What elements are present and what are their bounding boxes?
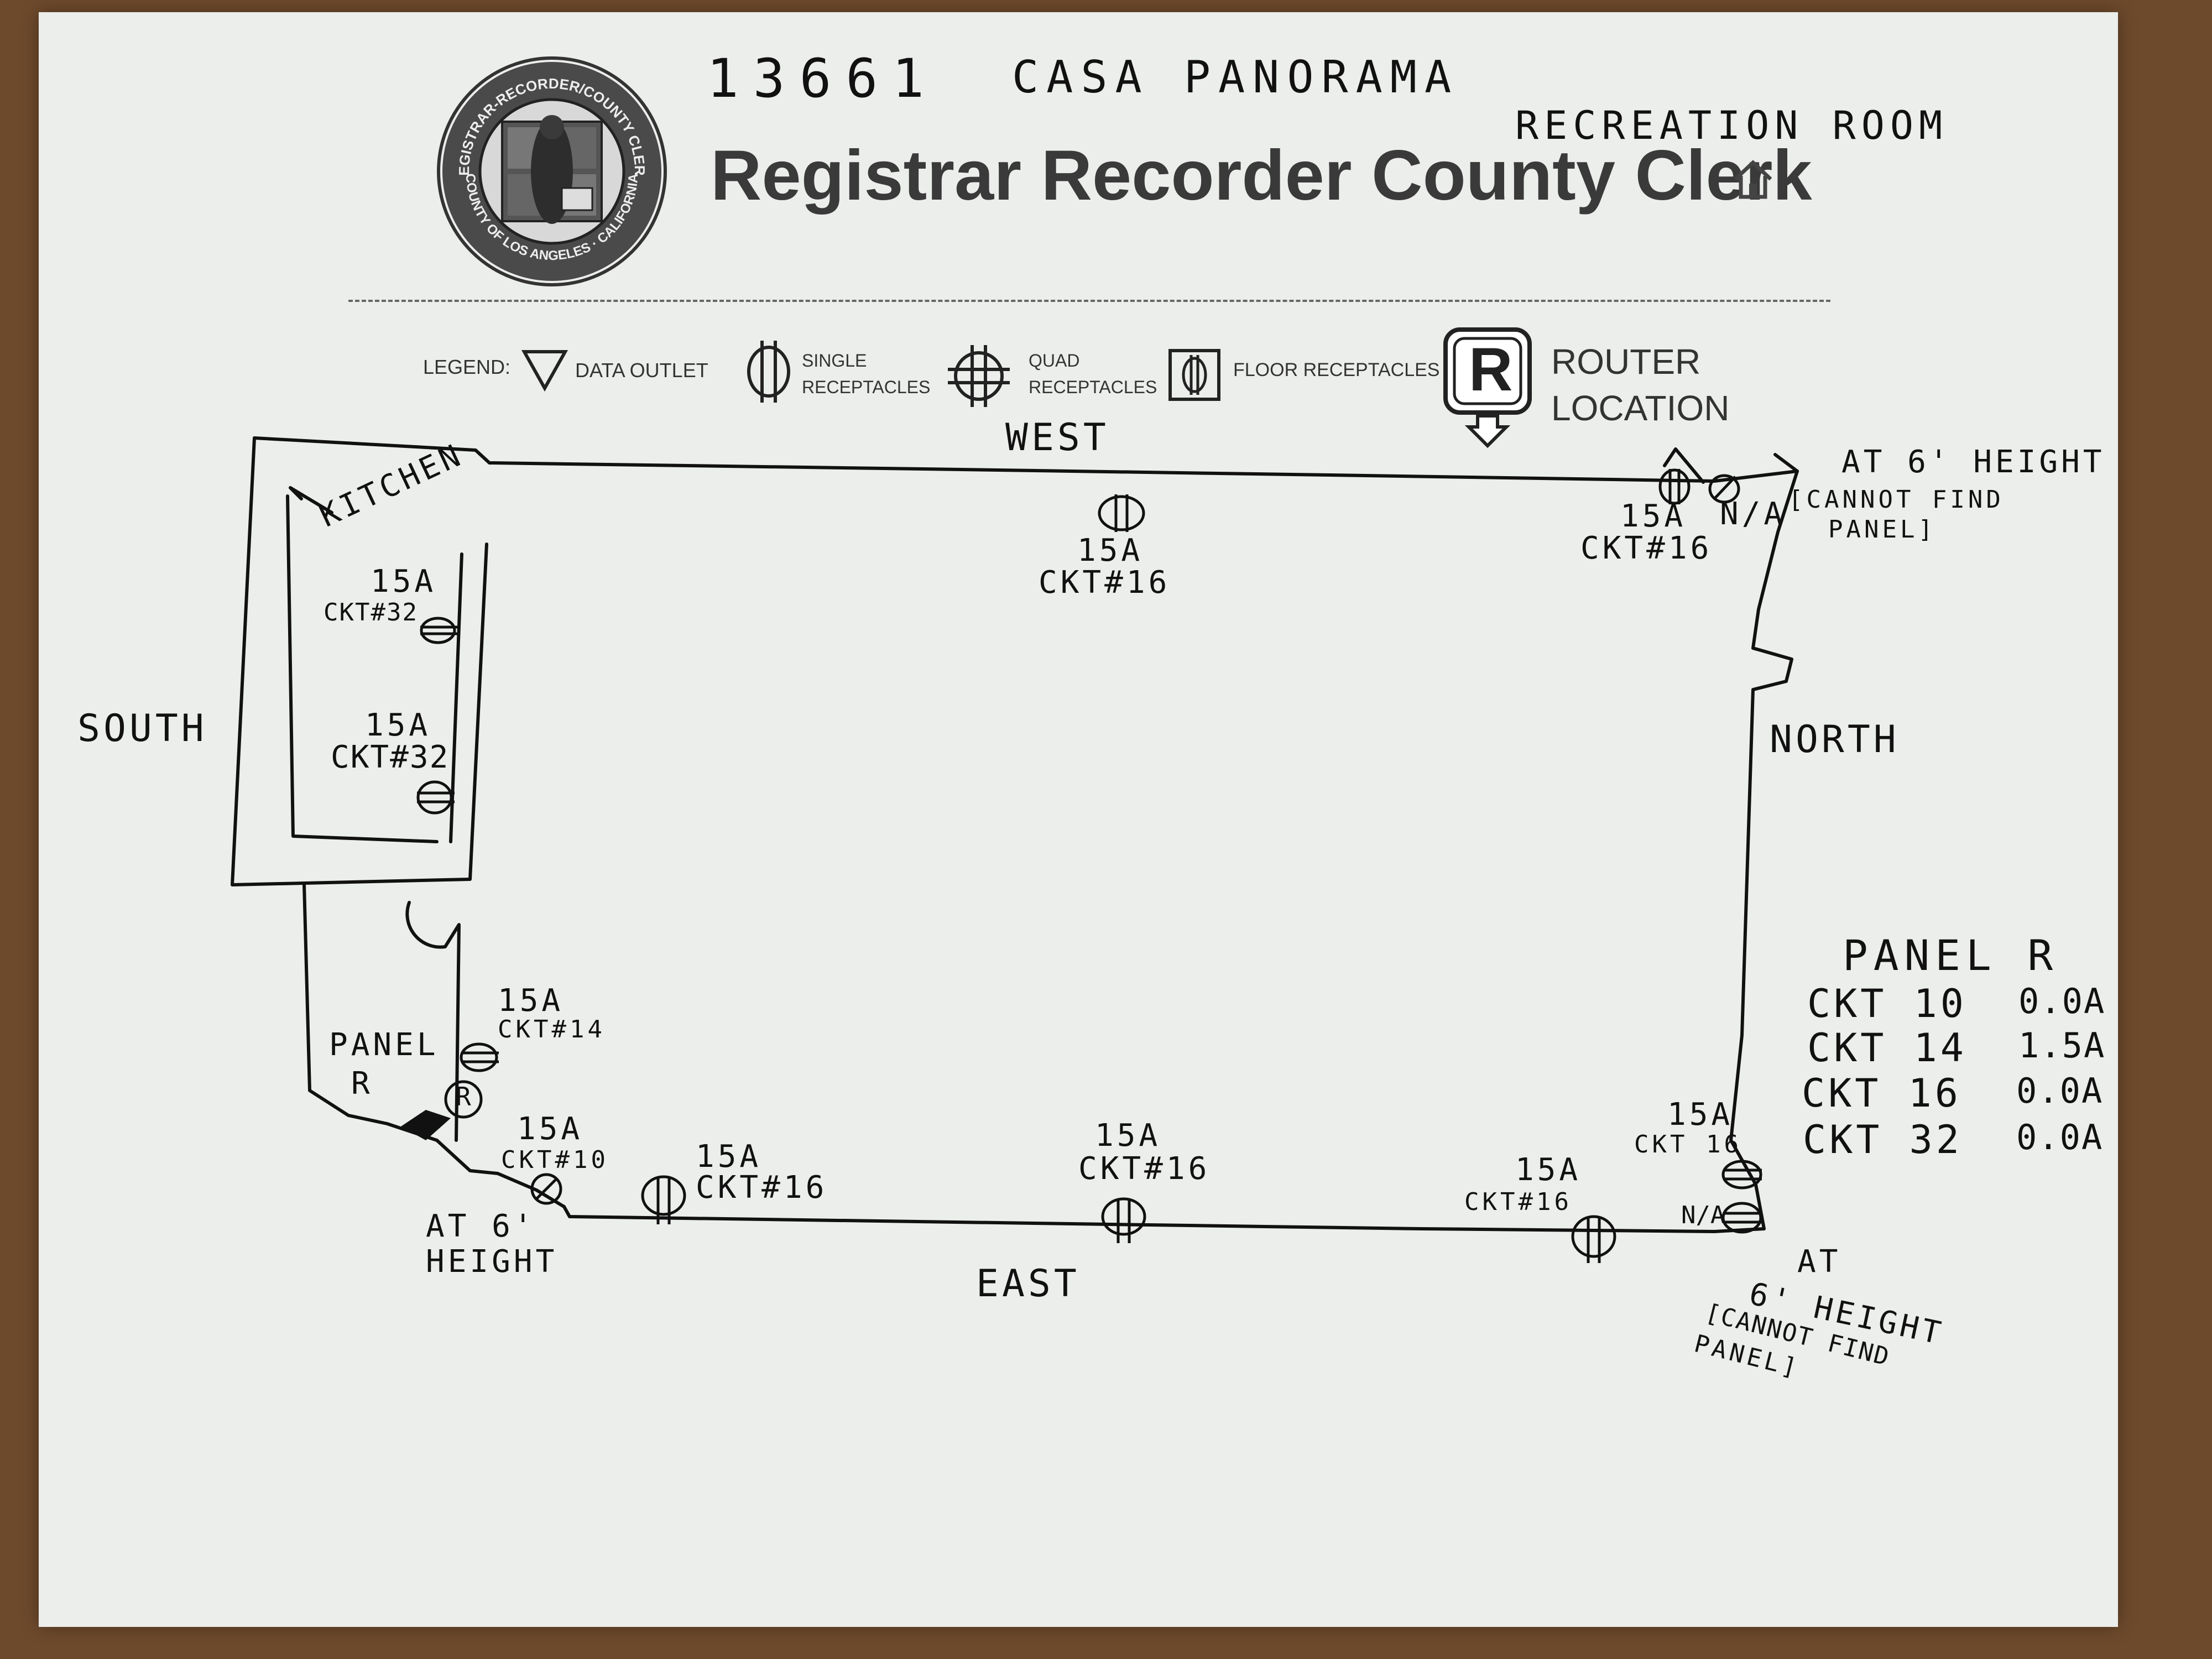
nw-note-1: AT 6' HEIGHT (1841, 444, 2105, 480)
legend-single-2: RECEPTACLES (802, 377, 931, 397)
legend-quad-2: RECEPTACLES (1029, 377, 1157, 397)
ckt10-note-2: HEIGHT (426, 1244, 558, 1280)
kitchen-2-amp: 15A (365, 707, 431, 743)
project-name: CASA PANORAMA (1012, 51, 1459, 103)
panel-row-3-amps: 0.0A (2016, 1071, 2104, 1111)
panel-row-4-amps: 0.0A (2016, 1117, 2104, 1157)
nw-na: N/A (1720, 496, 1786, 532)
panel-label-2: R (351, 1066, 373, 1102)
ckt10-note-1: AT 6' (426, 1208, 536, 1244)
receptacle-10 (530, 1173, 562, 1205)
west-ckt: CKT#16 (1039, 565, 1171, 601)
south-label: SOUTH (77, 707, 207, 750)
west-receptacle (1098, 494, 1145, 532)
east-2-amp: 15A (1095, 1118, 1161, 1154)
home-icon (1734, 160, 1772, 199)
ne-note-1: AT (1797, 1244, 1841, 1280)
nw-receptacle-2 (1708, 474, 1740, 504)
west-wall (253, 436, 1716, 483)
east-wall (562, 1205, 1716, 1233)
nw-receptacle-1 (1658, 468, 1691, 505)
paper-sheet: REGISTRAR-RECORDER/COUNTY CLERK COUNTY O… (39, 12, 2118, 1627)
legend-router-2: LOCATION (1551, 388, 1730, 428)
nw-note-3: PANEL] (1828, 515, 1936, 544)
router-location-icon (1443, 327, 1532, 448)
data-outlet-icon (521, 350, 568, 392)
panel-row-2-amps: 1.5A (2018, 1025, 2106, 1066)
kitchen-receptacle-2 (416, 780, 455, 815)
panel-label-1: PANEL (329, 1027, 439, 1063)
kitchen-1-ckt: CKT#32 (324, 598, 418, 627)
legend-quad-1: QUAD (1029, 351, 1080, 371)
south-room-wall (302, 883, 439, 1142)
panel-box (401, 1110, 451, 1140)
legend-floor: FLOOR RECEPTACLES (1233, 359, 1440, 380)
router-receptacle (444, 1080, 483, 1119)
ne-na: N/A (1681, 1201, 1725, 1229)
ckt10-amp: 15A (517, 1111, 583, 1147)
east-3-amp: 15A (1515, 1152, 1582, 1188)
east-label: EAST (976, 1262, 1080, 1306)
panel-receptacle-14 (460, 1042, 499, 1072)
legend-single-1: SINGLE (802, 351, 867, 371)
ne-receptacle-1 (1721, 1160, 1762, 1190)
legend-data-outlet: DATA OUTLET (575, 359, 708, 382)
kitchen-receptacle-1 (420, 617, 459, 644)
router-location-mark: R (456, 1082, 471, 1112)
nw-amp: 15A (1620, 498, 1687, 534)
floor-plan (231, 436, 1799, 1263)
panel-table-title: PANEL R (1843, 931, 2059, 980)
panel-row-3-ckt: CKT 16 (1802, 1071, 1961, 1116)
county-seal-logo: REGISTRAR-RECORDER/COUNTY CLERK COUNTY O… (436, 55, 667, 286)
east-receptacle-3 (1571, 1215, 1616, 1263)
panel-14-amp: 15A (498, 983, 564, 1019)
panel-row-1-amps: 0.0A (2018, 981, 2106, 1021)
ne-amp: 15A (1667, 1097, 1734, 1133)
nw-ckt: CKT#16 (1580, 530, 1713, 566)
job-number: 13661 (707, 48, 938, 109)
east-1-amp: 15A (696, 1139, 762, 1175)
ne-receptacle-2 (1721, 1202, 1762, 1234)
router-legend-letter: R (1469, 336, 1513, 404)
receptacles (416, 468, 1762, 1263)
nw-note-2: [CANNOT FIND (1788, 486, 2004, 514)
single-receptacle-icon (747, 341, 790, 403)
east-receptacle-1 (641, 1175, 686, 1224)
east-1-ckt: CKT#16 (696, 1170, 828, 1206)
panel-row-1-ckt: CKT 10 (1807, 981, 1967, 1026)
east-receptacle-2 (1101, 1197, 1146, 1243)
legend-label: LEGEND: (423, 356, 511, 378)
kitchen-1-amp: 15A (371, 564, 437, 599)
floor-receptacle-icon (1168, 349, 1220, 401)
north-label: NORTH (1770, 718, 1900, 761)
kitchen-outer-wall (231, 436, 488, 886)
east-2-ckt: CKT#16 (1078, 1151, 1211, 1187)
ne-ckt: CKT 16 (1634, 1130, 1742, 1159)
room-name: RECREATION ROOM (1515, 103, 1948, 148)
kitchen-counter (286, 494, 439, 843)
west-amp: 15A (1077, 533, 1144, 568)
header-divider (348, 300, 1830, 302)
panel-14-ckt: CKT#14 (498, 1015, 606, 1044)
ckt10-ckt: CKT#10 (501, 1146, 609, 1174)
page-title: Registrar Recorder County Clerk (711, 136, 1812, 215)
panel-row-4-ckt: CKT 32 (1803, 1117, 1963, 1162)
legend-router-1: ROUTER (1551, 342, 1701, 382)
kitchen-2-ckt: CKT#32 (331, 739, 450, 775)
quad-receptacle-icon (948, 345, 1010, 407)
west-label: WEST (1005, 416, 1109, 460)
east-3-ckt: CKT#16 (1464, 1188, 1572, 1216)
panel-row-2-ckt: CKT 14 (1807, 1025, 1967, 1071)
